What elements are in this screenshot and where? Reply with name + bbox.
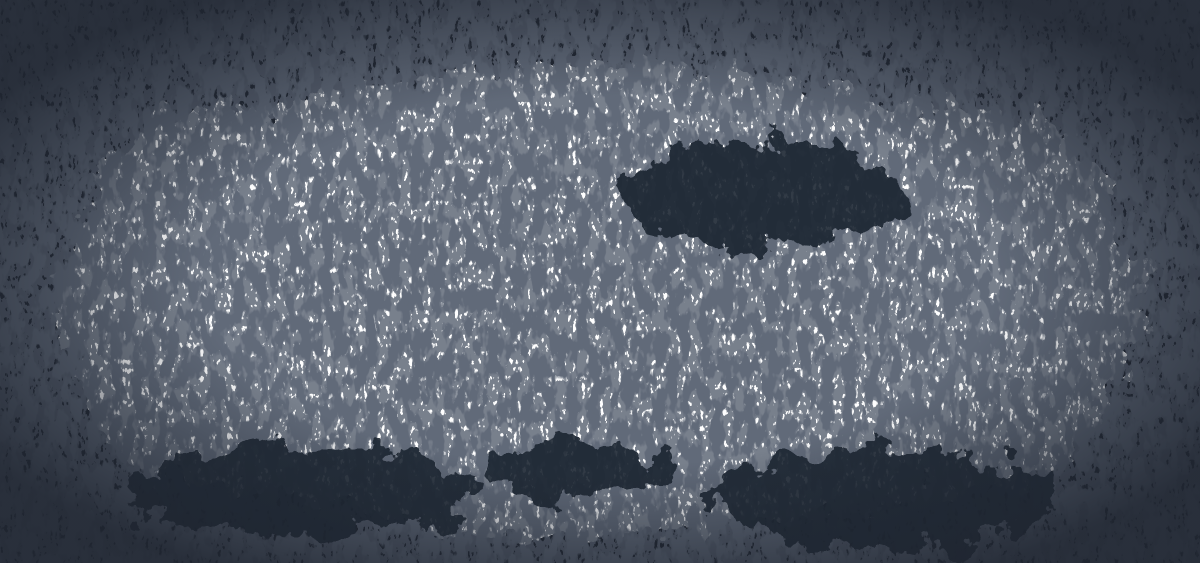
grunge-texture-canvas [0,0,1200,563]
grunge-texture-graphic [0,0,1200,563]
